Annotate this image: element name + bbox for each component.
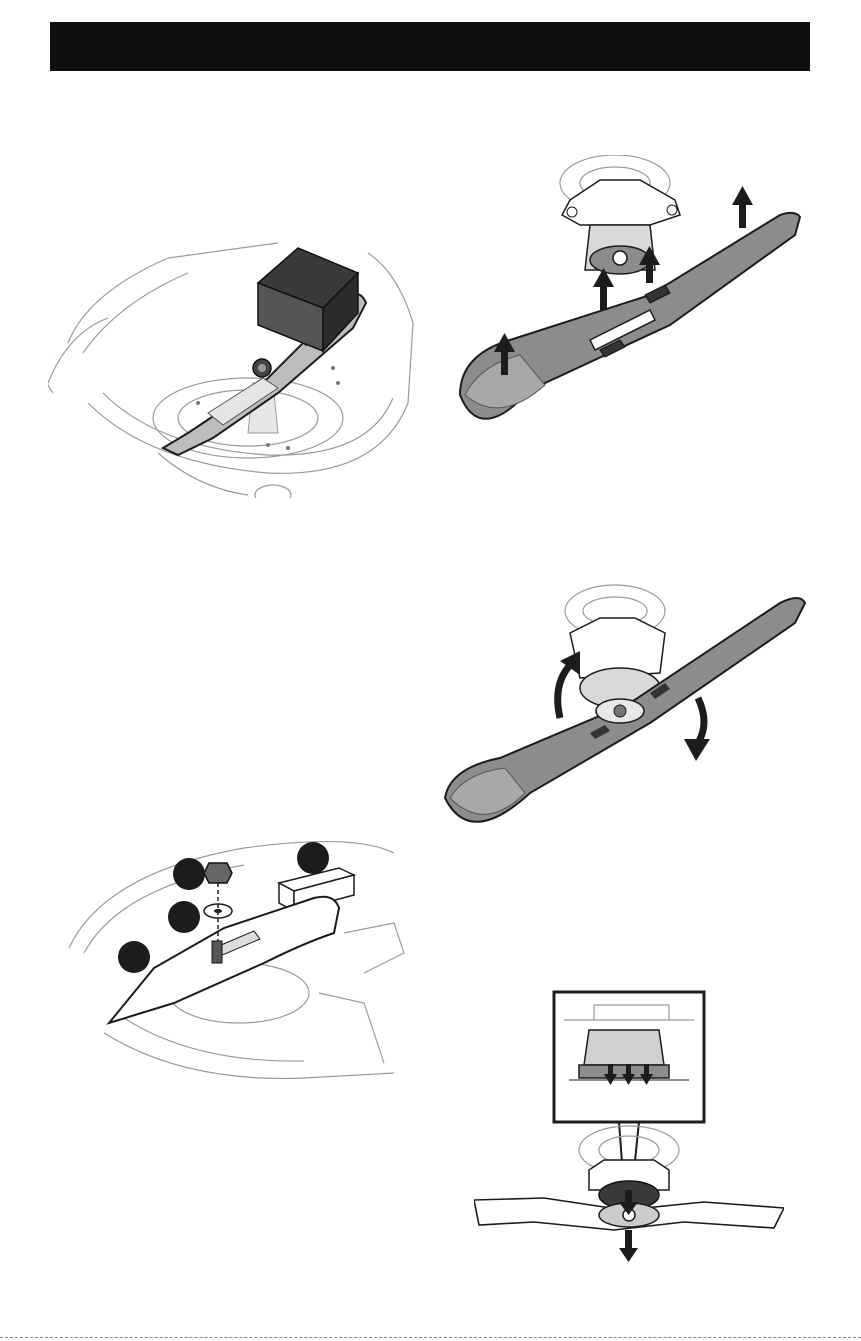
illustration-blade-rotate xyxy=(440,583,810,838)
header-bar xyxy=(50,22,810,71)
page-edge-line xyxy=(0,1337,861,1338)
illustration-blade-block xyxy=(48,233,418,498)
callout-2 xyxy=(297,842,329,874)
callout-3 xyxy=(168,901,200,933)
illustration-adapter-detail xyxy=(474,990,784,1270)
illustration-blade-lift xyxy=(450,155,805,440)
illustration-blade-parts xyxy=(64,833,409,1093)
callout-4 xyxy=(118,941,150,973)
callout-1 xyxy=(173,858,205,890)
